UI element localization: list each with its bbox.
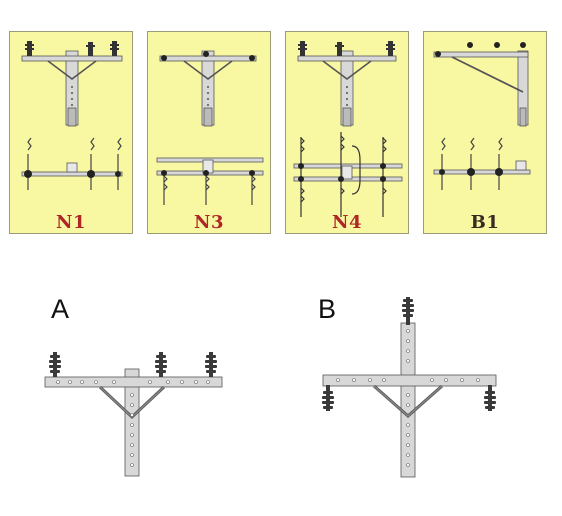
n4-pole-diagram (293, 41, 403, 217)
panel-b1: B1 (423, 31, 547, 234)
n1-pole-diagram (21, 41, 123, 190)
panel-label-b1: B1 (470, 212, 500, 233)
figure-label-a: A (51, 294, 70, 324)
panel-n1: N1 (9, 31, 133, 234)
figure-a-crossarm (44, 352, 223, 477)
panel-label-n1: N1 (56, 212, 86, 233)
figure-label-b: B (318, 294, 337, 324)
n3-pole-diagram (156, 50, 264, 205)
panel-n3: N3 (147, 31, 271, 234)
panel-n4: N4 (285, 31, 409, 234)
figure-b-crossarm (322, 297, 497, 478)
panel-label-n4: N4 (332, 212, 362, 233)
b1-pole-diagram (433, 42, 531, 190)
panel-label-n3: N3 (194, 212, 224, 233)
